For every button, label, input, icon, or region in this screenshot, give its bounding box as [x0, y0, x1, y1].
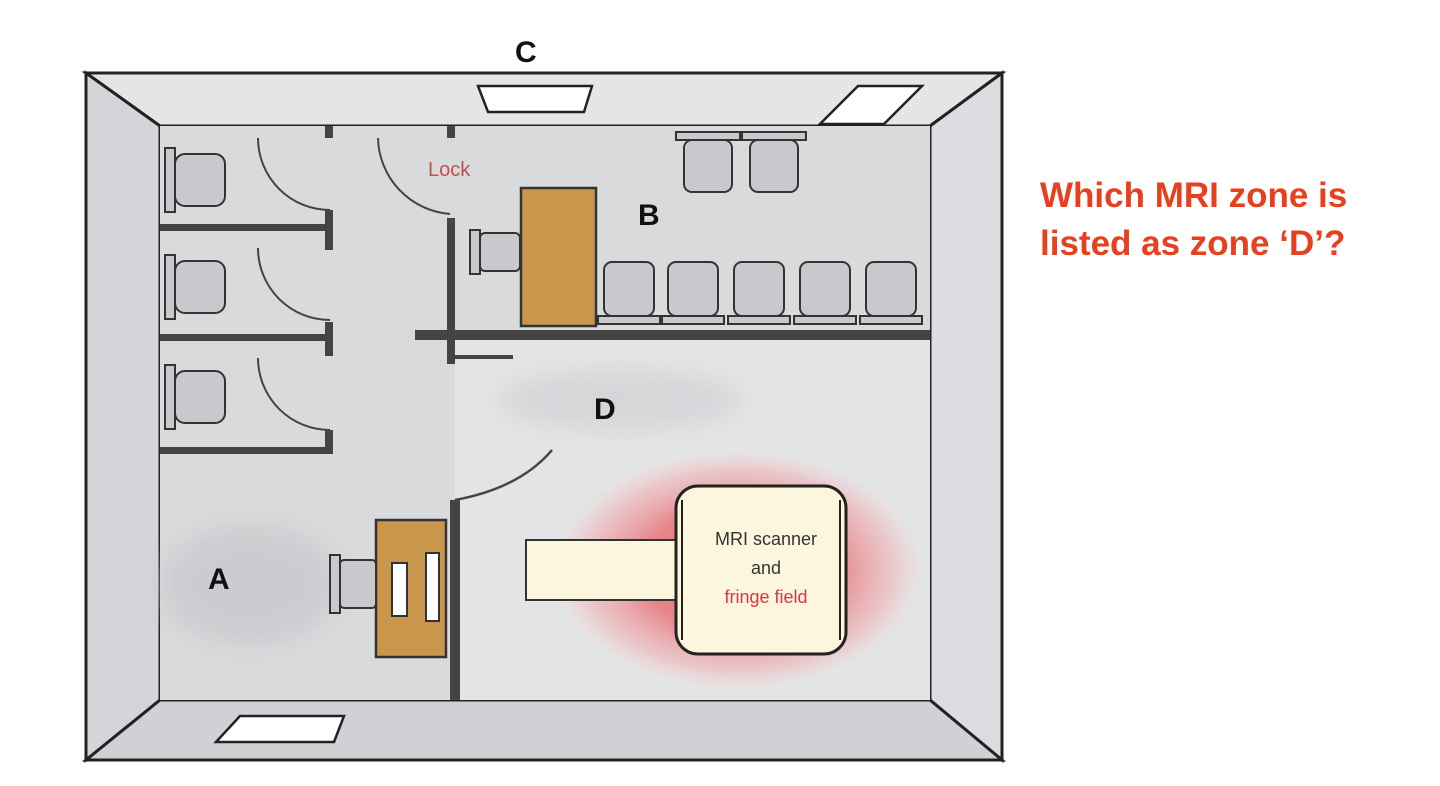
control-desk — [329, 518, 448, 659]
chair — [469, 229, 481, 275]
mri-scanner: MRI scanner and fringe field — [525, 484, 848, 656]
question-line2: listed as zone ‘D’? — [1040, 224, 1346, 263]
question-text: Which MRI zone is listed as zone ‘D’? — [1040, 172, 1435, 268]
floor-shading-a — [160, 525, 340, 645]
question-line1: Which MRI zone is — [1040, 176, 1348, 215]
cubicle-wall — [160, 447, 332, 454]
monitor — [425, 552, 440, 622]
door-swing — [257, 247, 331, 321]
cubicle-wall — [160, 224, 332, 231]
chair — [749, 139, 799, 193]
scanner-label-line2: and — [751, 558, 781, 578]
chair — [793, 315, 857, 325]
seat — [164, 254, 176, 320]
chair — [683, 139, 733, 193]
seat — [174, 260, 226, 314]
chair — [727, 315, 791, 325]
cubicle-wall — [160, 334, 332, 341]
reception-desk-b — [469, 186, 598, 328]
changing-cubicles — [160, 126, 333, 454]
wall-right — [928, 70, 1004, 764]
wall — [455, 355, 513, 359]
cubicle-wall — [325, 430, 333, 454]
monitor — [391, 562, 408, 617]
seat — [174, 153, 226, 207]
zone-label-a: A — [208, 563, 230, 596]
cubicle-wall — [325, 210, 333, 250]
chair — [865, 261, 917, 317]
chair — [661, 315, 725, 325]
zone-label-d: D — [594, 393, 616, 426]
waiting-chairs — [597, 131, 923, 325]
chair — [603, 261, 655, 317]
patient-table — [525, 539, 677, 601]
chair — [339, 559, 377, 609]
seat — [164, 147, 176, 213]
chair — [675, 131, 741, 141]
wall-bottom — [81, 698, 1007, 762]
lock-door-swing — [377, 137, 451, 215]
zone-label-c: C — [515, 36, 537, 69]
wall — [447, 218, 455, 364]
wall — [415, 330, 930, 340]
window-top-right — [816, 84, 926, 126]
door-swing — [257, 137, 331, 211]
scanner-label-line1: MRI scanner — [715, 529, 817, 549]
cubicle-wall — [325, 322, 333, 356]
chair — [329, 554, 341, 614]
window-bottom — [213, 714, 346, 744]
seat — [164, 364, 176, 430]
chair — [741, 131, 807, 141]
wall-left — [84, 70, 162, 764]
scanner-body — [674, 484, 848, 656]
seat — [174, 370, 226, 424]
door-swing — [257, 357, 331, 431]
lock-label: Lock — [428, 159, 471, 181]
door-swing — [454, 449, 553, 502]
chair — [859, 315, 923, 325]
window-top — [476, 84, 594, 114]
cubicle-seats — [164, 147, 226, 430]
wall — [447, 126, 455, 138]
cubicle-doors — [257, 137, 331, 431]
wall — [450, 500, 460, 700]
chair — [667, 261, 719, 317]
desk — [519, 186, 598, 328]
control-room-wall — [450, 449, 553, 700]
floor-shading — [500, 370, 740, 430]
cubicle-wall — [325, 126, 333, 138]
zone-label-b: B — [638, 199, 660, 232]
scanner-label-line3: fringe field — [724, 587, 807, 607]
chair — [597, 315, 661, 325]
chair — [799, 261, 851, 317]
chair — [479, 232, 521, 272]
chair — [733, 261, 785, 317]
zone-b-walls — [415, 126, 930, 364]
